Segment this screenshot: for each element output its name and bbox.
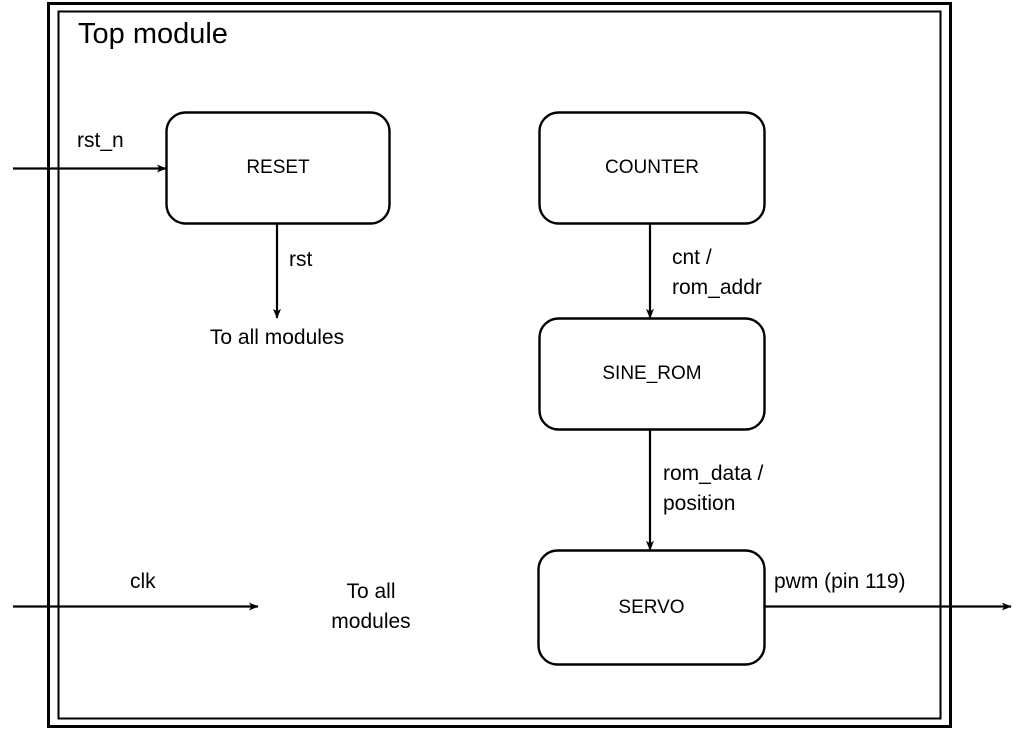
signal-label-rom-data-line2: position <box>663 492 736 515</box>
signal-label-cnt-rom-addr-line2: rom_addr <box>672 276 762 299</box>
diagram-title: Top module <box>78 18 228 50</box>
block-sine-rom-label: SINE_ROM <box>602 363 702 384</box>
signal-label-pwm: pwm (pin 119) <box>774 570 906 593</box>
signal-label-rom-data-line1: rom_data / <box>663 462 764 485</box>
signal-label-rst-n: rst_n <box>77 129 124 152</box>
block-servo-label: SERVO <box>618 597 685 618</box>
top-module-outer-border <box>47 2 952 728</box>
note-clk-fanout-line2: modules <box>331 610 411 633</box>
top-module-inner-border <box>57 10 942 720</box>
signal-label-rst: rst <box>289 248 313 271</box>
note-reset-fanout: To all modules <box>209 326 345 349</box>
signal-label-clk: clk <box>130 570 156 593</box>
signal-label-cnt-rom-addr-line1: cnt / <box>672 246 712 269</box>
block-counter-label: COUNTER <box>605 157 699 178</box>
note-clk-fanout-line1: To all <box>346 580 396 603</box>
block-reset-label: RESET <box>246 157 310 178</box>
block-counter-outline[interactable] <box>538 111 766 225</box>
